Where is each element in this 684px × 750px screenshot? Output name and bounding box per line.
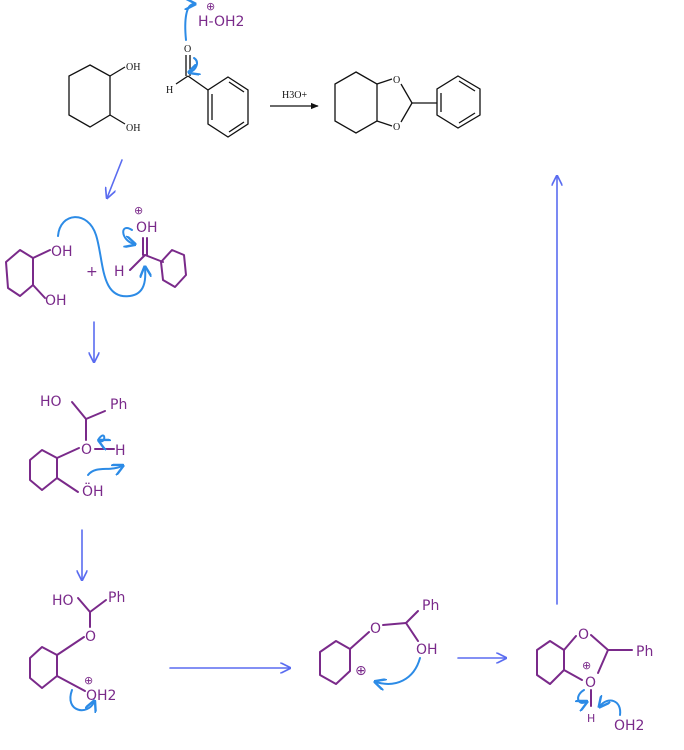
plus-sign: + bbox=[86, 264, 98, 280]
oxygen-label: O bbox=[184, 44, 191, 55]
step-5-structures: O O Ph ⊕ H OH2 bbox=[536, 627, 653, 734]
oh-label: OH bbox=[45, 293, 67, 309]
positive-charge: ⊕ bbox=[134, 204, 143, 217]
oh-label: OH bbox=[126, 123, 140, 134]
phenyl-label: Ph bbox=[108, 590, 125, 606]
phenyl-label: Ph bbox=[110, 397, 127, 413]
phenyl-label: Ph bbox=[636, 644, 653, 660]
oxygen-label: O bbox=[393, 75, 400, 86]
hydrogen-label: H bbox=[115, 443, 126, 459]
phenyl-label: Ph bbox=[422, 598, 439, 614]
reaction-arrow: H3O+ bbox=[270, 90, 319, 110]
benzaldehyde-reactant: O H ⊕ H-OH2 bbox=[166, 0, 249, 138]
reagent-label: H3O+ bbox=[282, 90, 307, 101]
hydrogen-label: H bbox=[114, 264, 125, 280]
oh-label: OH bbox=[51, 244, 73, 260]
positive-charge: ⊕ bbox=[206, 0, 215, 13]
positive-charge: ⊕ bbox=[84, 674, 93, 687]
oxygen-label: O bbox=[393, 122, 400, 133]
oh2-label: OH2 bbox=[86, 688, 116, 704]
oxygen-label: O bbox=[370, 621, 381, 637]
oxygen-label: O bbox=[585, 675, 596, 691]
step-3-structures: HO Ph O ⊕ OH2 bbox=[29, 590, 125, 710]
step-arrow bbox=[107, 159, 123, 198]
positive-charge: ⊕ bbox=[355, 663, 367, 679]
step-2-structures: HO Ph O H ÖH bbox=[29, 394, 127, 500]
hydrogen-label: H bbox=[587, 712, 595, 725]
oh-label: OH bbox=[136, 220, 158, 236]
hydrogen-label: H bbox=[166, 85, 173, 96]
acetal-product: O O bbox=[334, 71, 481, 134]
oh2-label: OH2 bbox=[614, 718, 644, 734]
positive-charge: ⊕ bbox=[582, 659, 591, 672]
oxygen-label: O bbox=[578, 627, 589, 643]
ho-label: HO bbox=[40, 394, 62, 410]
hydronium-label: H-OH2 bbox=[198, 14, 244, 30]
cyclohexanediol-reactant: OH OH bbox=[68, 62, 140, 134]
oh-label: OH bbox=[126, 62, 140, 73]
oh-label: OH bbox=[416, 642, 438, 658]
oxygen-label: O bbox=[81, 442, 92, 458]
hydroxyl-label: ÖH bbox=[82, 482, 104, 500]
ho-label: HO bbox=[52, 593, 74, 609]
oxygen-label: O bbox=[85, 629, 96, 645]
step-1-structures: OH OH + H OH ⊕ bbox=[5, 204, 187, 309]
step-4-structures: O Ph OH ⊕ bbox=[319, 598, 439, 684]
